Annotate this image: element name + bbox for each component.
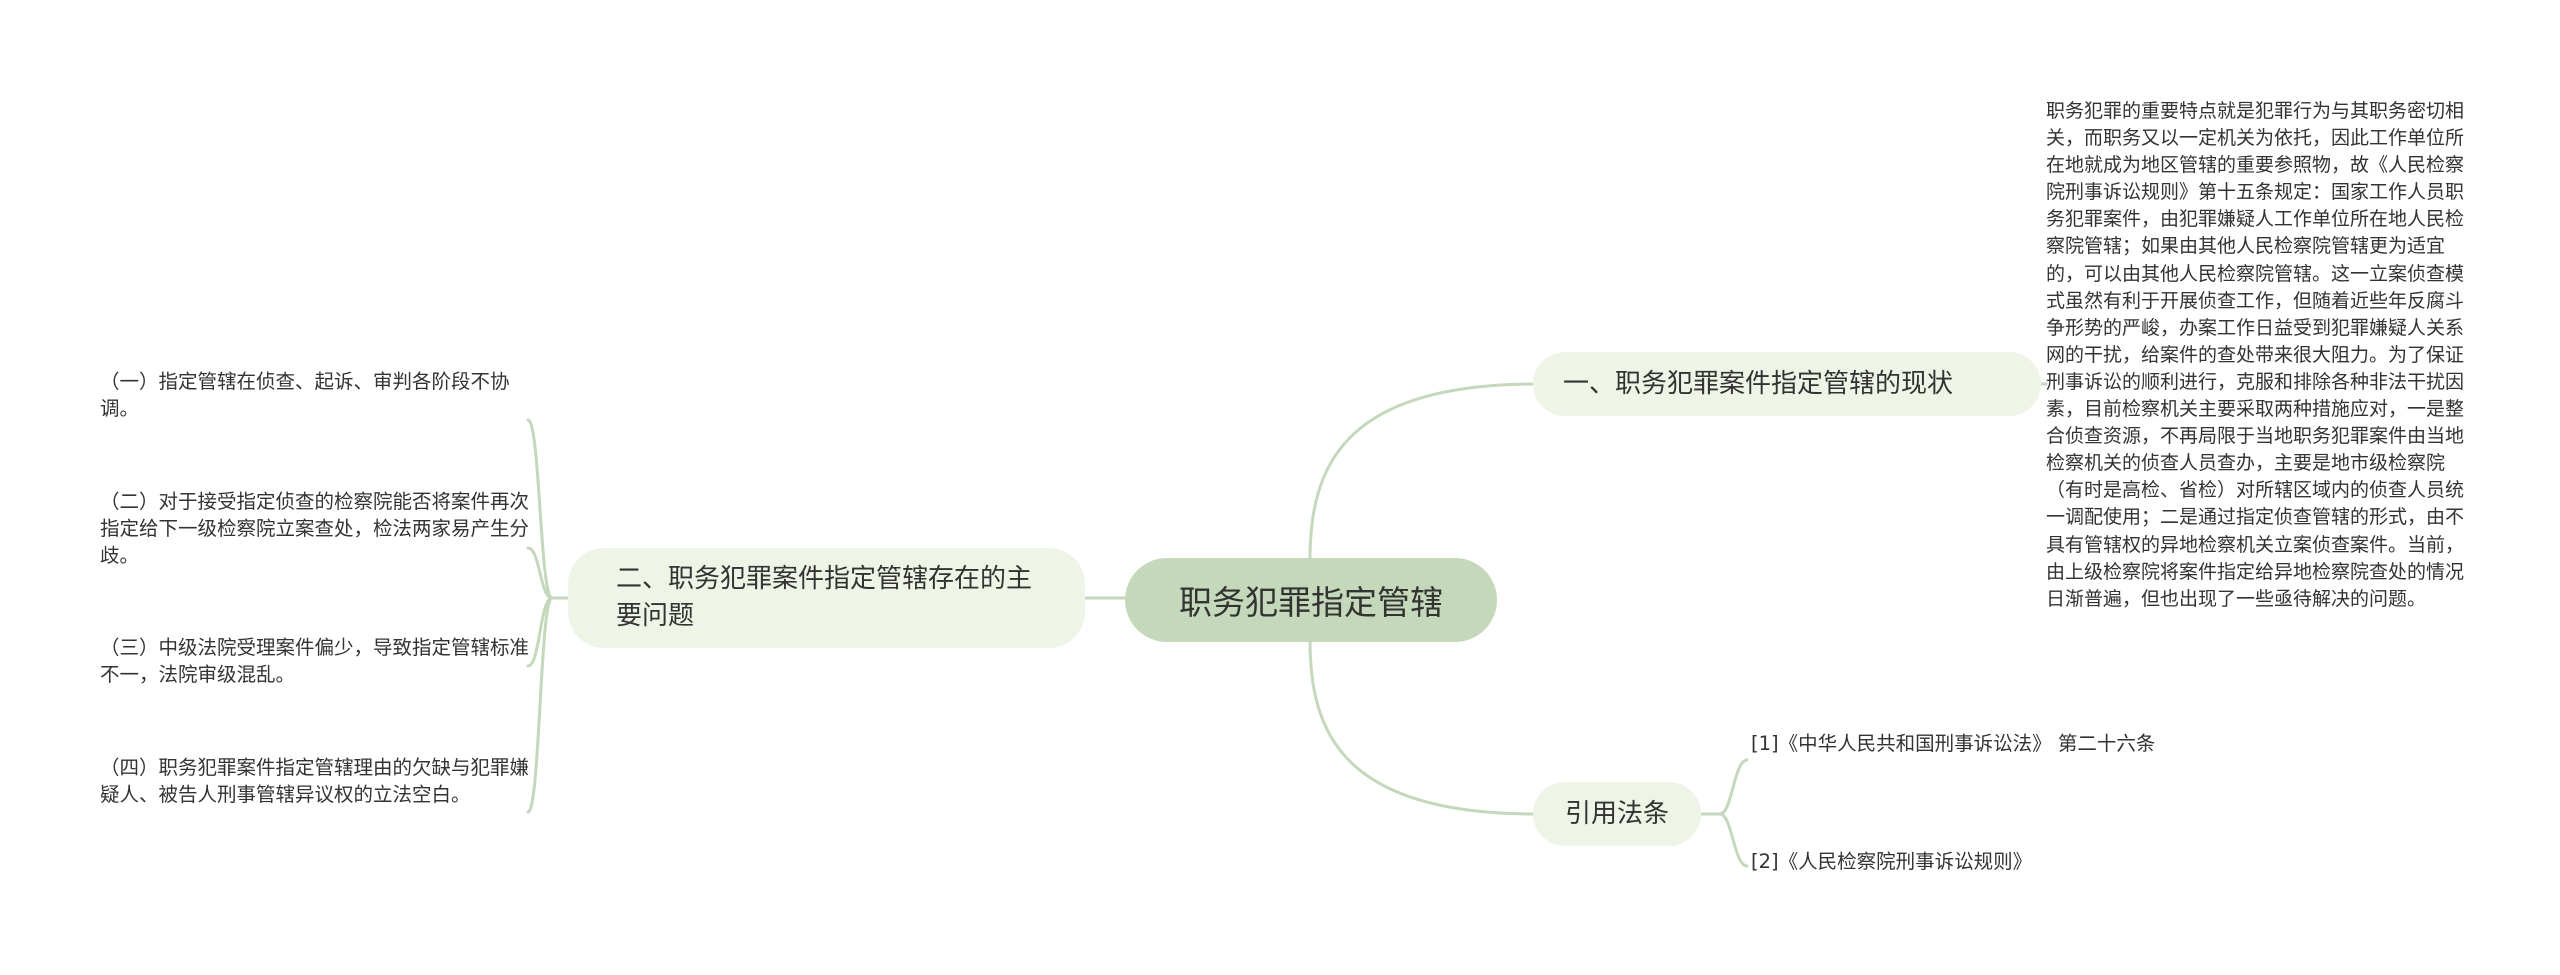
problem-item-1: （一）指定管辖在侦查、起诉、审判各阶段不协调。 [100,370,510,420]
connector-root-to-branch-current-status [1308,382,1537,562]
cited-law-item-1: [1]《中华人民共和国刑事诉讼法》 第二十六条 [1751,732,2156,755]
problem-item-4: （四）职务犯罪案件指定管辖理由的欠缺与犯罪嫌疑人、被告人刑事管辖异议权的立法空白… [100,756,530,806]
cited-law-item-2: [2]《人民检察院刑事诉讼规则》 [1751,850,2033,873]
connector-cited-laws-bracket [1699,758,1749,868]
branch-current-status[interactable]: 一、职务犯罪案件指定管辖的现状 [1533,352,2041,416]
central-topic[interactable]: 职务犯罪指定管辖 [1125,558,1497,642]
branch-cited-laws-label: 引用法条 [1564,798,1669,829]
connector-problems-bracket [526,418,570,814]
branch-current-status-label: 一、职务犯罪案件指定管辖的现状 [1563,368,1954,399]
problem-item-2: （二）对于接受指定侦查的检察院能否将案件再次指定给下一级检察院立案查处，检法两家… [100,490,530,567]
branch-cited-laws[interactable]: 引用法条 [1533,782,1701,846]
central-topic-label: 职务犯罪指定管辖 [1179,583,1443,622]
branch-main-problems[interactable]: 二、职务犯罪案件指定管辖存在的主要问题 [568,548,1085,648]
branch-main-problems-label: 二、职务犯罪案件指定管辖存在的主要问题 [616,564,1033,631]
problem-item-3: （三）中级法院受理案件偏少，导致指定管辖标准不一，法院审级混乱。 [100,636,530,686]
current-status-detail-text: 职务犯罪的重要特点就是犯罪行为与其职务密切相关，而职务又以一定机关为依托，因此工… [2046,100,2465,610]
connector-root-to-branch-cited-laws [1308,638,1537,816]
